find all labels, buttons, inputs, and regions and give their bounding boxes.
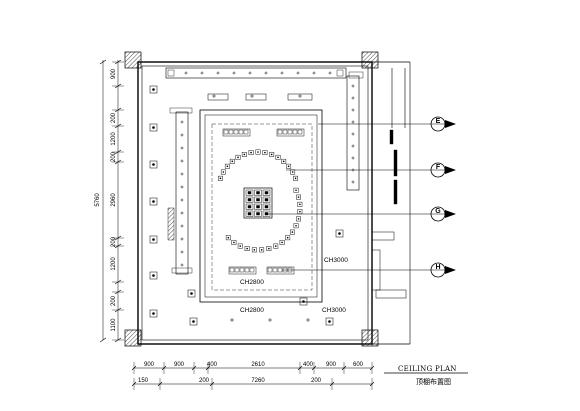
ceiling-height-label: CH2800 [240,279,264,286]
horizontal-dimension-label: 150 [138,378,149,384]
horizontal-dimension-label: 200 [311,378,322,384]
section-tag-e-label: E [436,118,441,125]
horizontal-dimension-label: 2610 [251,362,265,368]
vertical-dimension-label: 200 [111,295,117,306]
right-windows [389,129,398,205]
top-light-strip [165,67,347,79]
arc-feature [217,149,303,253]
left-light-strip [167,107,193,275]
central-grid-fixture [243,187,273,219]
section-tag-h-label: H [435,264,440,271]
horizontal-dimension-label: 400 [207,362,218,368]
drawing-title-chinese: 顶棚布置图 [416,377,451,386]
vertical-dimension-label: 200 [111,236,117,247]
right-light-strip [346,71,364,191]
vertical-dimension-label: 1200 [111,257,117,271]
ceiling-height-label: CH2800 [240,307,264,314]
vertical-dimension-label: 1100 [111,318,117,332]
vertical-total-dimension: 5760 [95,193,101,207]
vertical-dimension-label: 200 [111,112,117,123]
walls [137,61,411,345]
section-tag-g: G [430,206,456,222]
horizontal-dimension-label: 200 [199,378,210,384]
wall-fixtures [149,85,344,326]
box-fixtures [222,128,305,275]
section-leaders [268,123,432,271]
ceiling-height-label: CH3000 [324,257,348,264]
ceiling-height-label: CH3000 [322,307,346,314]
section-tag-h: H [430,262,456,278]
horizontal-dimension-label: 7260 [251,378,265,384]
vertical-dimension-label: 1200 [111,132,117,146]
horizontal-dimensions [131,362,375,390]
section-tag-f: F [430,162,456,178]
downlights [207,93,313,322]
horizontal-dimension-label: 600 [353,362,364,368]
vertical-dimension-label: 900 [111,68,117,79]
vertical-dimension-label: 2960 [111,193,117,207]
section-tag-e: E [430,116,456,132]
section-tag-g-label: G [435,208,441,215]
drawing-title-english: CEILING PLAN [398,365,457,373]
horizontal-dimension-label: 900 [144,362,155,368]
section-tag-f-label: F [436,164,441,171]
corner-columns [124,51,379,347]
ceiling-tiers [199,109,323,303]
horizontal-dimension-label: 900 [326,362,337,368]
horizontal-dimension-label: 900 [174,362,185,368]
vertical-dimensions [99,59,124,343]
horizontal-dimension-label: 400 [303,362,314,368]
title-block: CEILING PLAN 顶棚布置图 [384,365,468,386]
vertical-dimension-label: 200 [111,151,117,162]
